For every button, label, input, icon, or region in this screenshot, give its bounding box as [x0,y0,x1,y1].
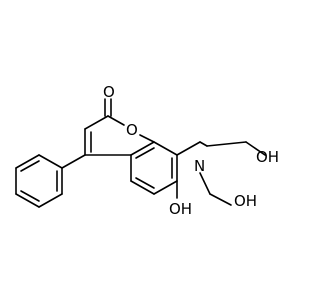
bond [15,154,40,169]
bond-c8-ch2 [176,141,201,156]
bond [130,141,155,156]
double-bond-inner [135,177,155,189]
ring-oxygen-label: O [126,121,138,139]
pyranone-ring [84,115,155,156]
double-bond-inner [20,160,40,172]
hydroxyl-lower-label: OH [234,192,257,210]
double-bond-inner [20,190,40,202]
bond-ch2-ch2-lower [209,193,232,206]
bond [38,154,63,169]
phenyl-ring [15,154,63,208]
bond-phenyl-c4 [61,154,86,169]
phenol-hydroxyl-label: OH [169,200,192,218]
bond-n-ch2-lower [199,172,211,195]
amine-nitrogen-label: N [194,157,205,175]
bond-ch2-ch2-upper [245,141,266,156]
bond [38,193,63,208]
carbonyl-oxygen-label: O [103,83,115,101]
bond-n-ch2-upper [206,141,247,147]
bond [139,134,155,143]
bond [84,115,109,130]
bond-ch2-n [199,141,208,147]
benzo-ring [130,141,178,195]
bond [153,180,178,195]
bond [153,141,178,156]
double-bond-inner [135,147,155,159]
bond [107,115,125,126]
bond [15,193,40,208]
chemical-structure-diagram: O O N OH OH OH [15,83,279,218]
bond [130,180,155,195]
hydroxyl-upper-label: OH [256,148,279,166]
